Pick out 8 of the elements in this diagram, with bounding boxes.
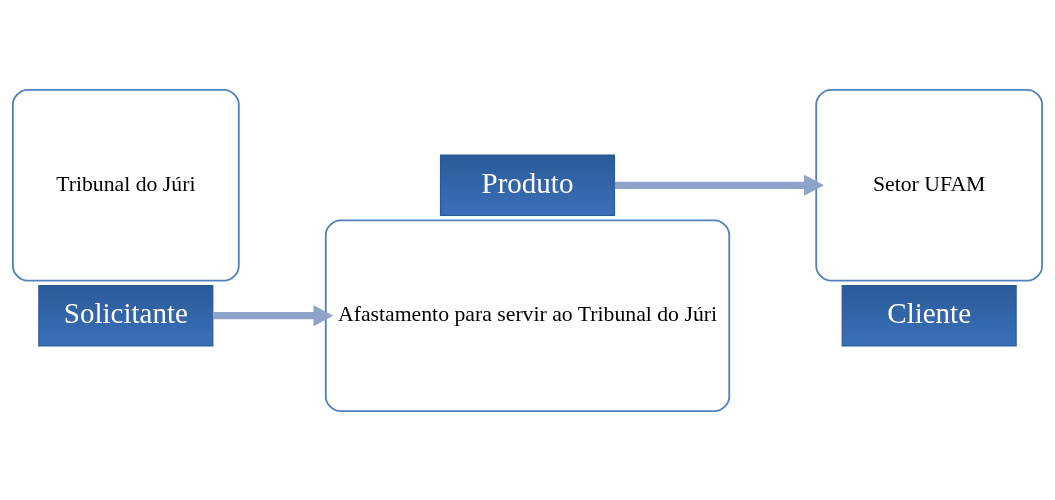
node-box: Afastamento para servir ao Tribunal do Júri xyxy=(324,218,731,412)
node-box: Tribunal do Júri xyxy=(11,88,240,282)
node-box: Setor UFAM xyxy=(815,88,1044,282)
arrow xyxy=(614,174,824,196)
arrow xyxy=(213,304,334,326)
node-box: Produto xyxy=(439,153,616,216)
node-box: Cliente xyxy=(841,284,1017,347)
node-box: Solicitante xyxy=(38,284,214,347)
